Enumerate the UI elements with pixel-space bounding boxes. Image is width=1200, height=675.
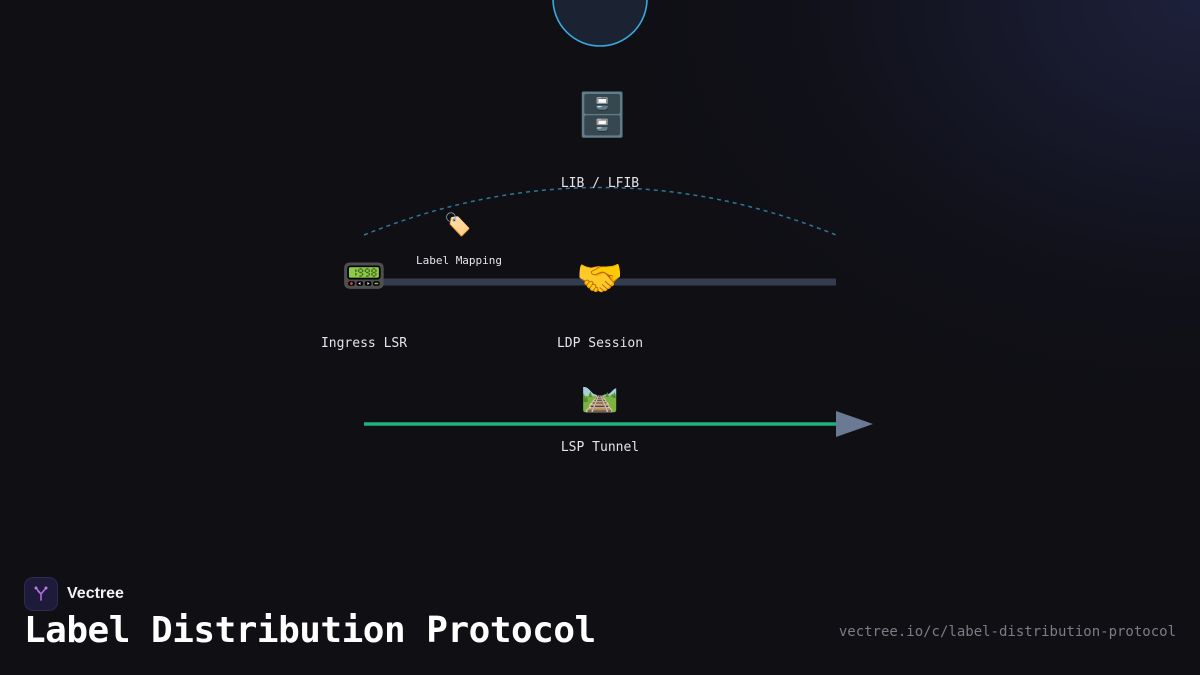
page-url[interactable]: vectree.io/c/label-distribution-protocol [838,624,1176,640]
ingress-lsr-label: Ingress LSR [320,336,408,351]
label-tag-icon: 🏷️ [444,213,472,238]
top-node-circle [552,0,648,47]
handshake-icon: 🤝 [576,256,624,300]
file-cabinet-icon: 🗄️ [576,90,629,139]
page-title: Label Distribution Protocol [24,610,596,651]
vectree-logo-icon [24,577,58,611]
brand-name: Vectree [67,585,124,602]
lsp-tunnel-label: LSP Tunnel [560,440,640,455]
pager-icon: 📟 [341,256,387,297]
tree-branch-icon [34,586,48,601]
label-mapping-label: Label Mapping [415,254,503,267]
railway-track-icon: 🛤️ [581,379,619,414]
ldp-session-label: LDP Session [556,336,644,351]
lib-lfib-label: LIB / LFIB [560,176,640,191]
brand: Vectree [24,577,124,611]
label-mapping-arc [363,186,837,236]
lsp-tunnel-arrowhead [836,411,873,437]
